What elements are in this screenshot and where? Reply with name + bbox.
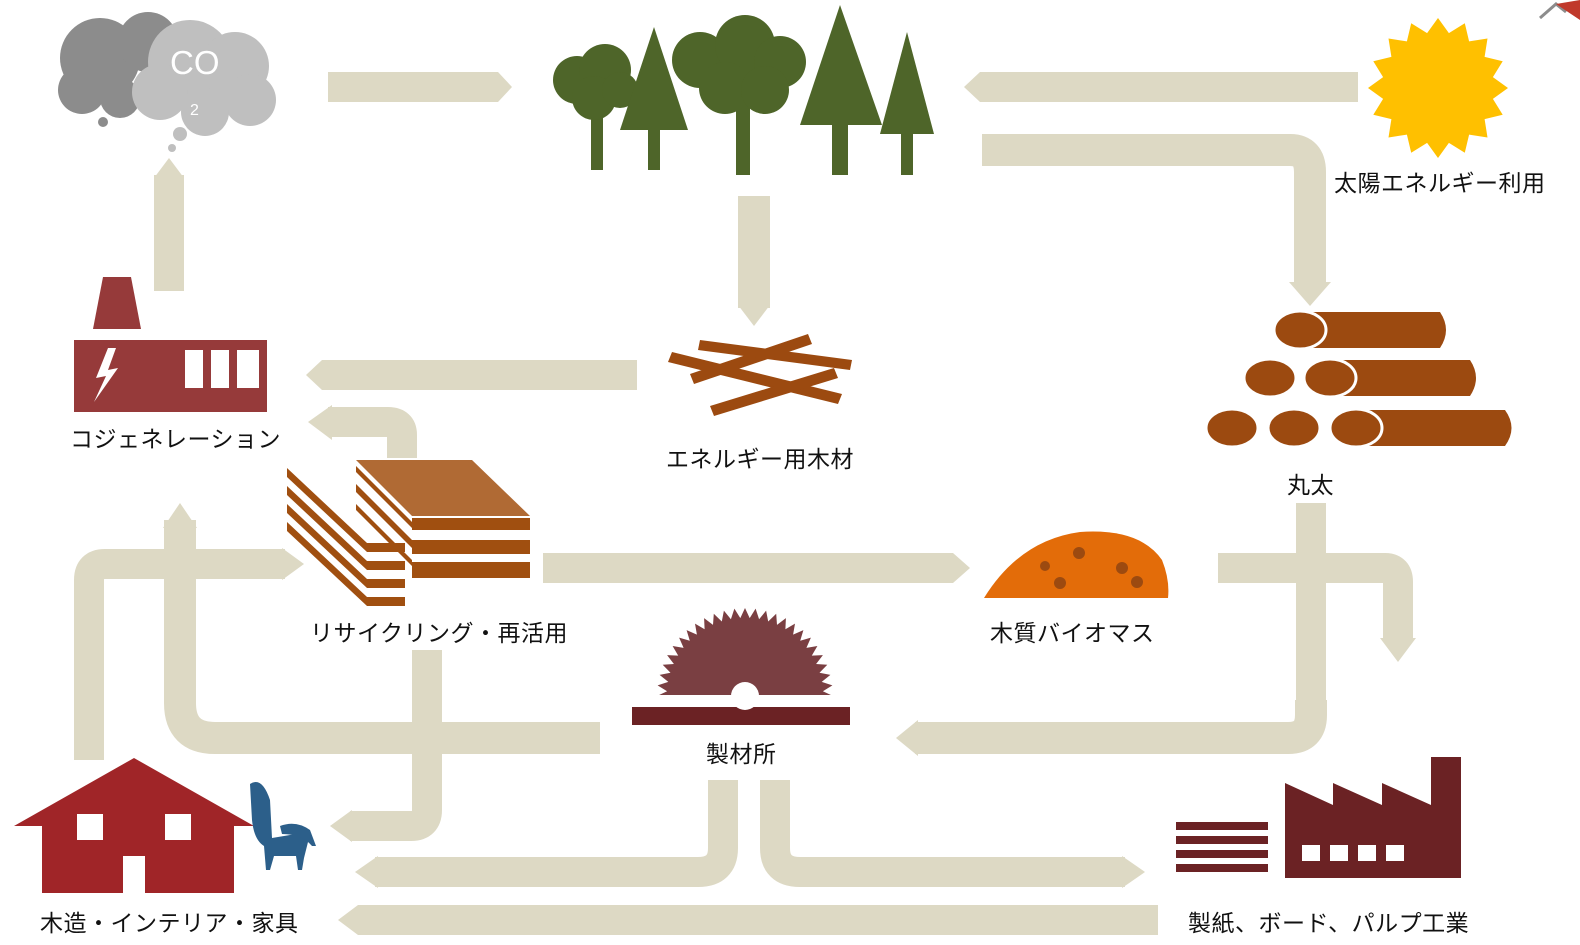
arrow-paper-to-housing <box>338 905 1158 935</box>
co2-cloud-icon <box>58 12 276 152</box>
arrow-co2-to-forest <box>328 72 512 102</box>
forest-icon <box>553 5 934 175</box>
label-cogeneration: コジェネレーション <box>70 427 282 453</box>
arrow-energy-wood-to-cogeneration <box>306 360 637 390</box>
firewood-icon <box>668 334 852 416</box>
label-energy-wood: エネルギー用木材 <box>666 447 854 473</box>
arrow-recycling-to-housing <box>350 650 442 841</box>
label-solar-energy: 太陽エネルギー利用 <box>1334 171 1546 197</box>
planks-icon <box>287 460 530 606</box>
arrow-sawmill-to-paper <box>760 780 1125 887</box>
label-recycling: リサイクリング・再活用 <box>310 621 569 647</box>
arrows <box>74 72 1416 935</box>
label-logs: 丸太 <box>1287 473 1334 499</box>
chair-icon <box>250 782 316 870</box>
pulp-factory-icon <box>1176 757 1461 878</box>
corner-logo-fragment <box>1539 0 1580 20</box>
arrow-logs-down <box>1296 503 1326 708</box>
arrow-housing-to-recycling <box>74 549 285 760</box>
co2-subscript: 2 <box>190 102 199 119</box>
logs-icon <box>1204 309 1512 449</box>
arrow-sun-to-forest <box>964 72 1358 102</box>
co2-label: CO <box>170 44 220 81</box>
arrow-recycling-to-cogeneration <box>328 407 417 458</box>
saw-blade-icon <box>632 608 850 725</box>
label-paper-pulp-industry: 製紙、ボード、パルプ工業 <box>1188 911 1470 937</box>
biomass-pile-icon <box>984 531 1169 598</box>
arrow-recycling-to-biomass <box>543 553 970 583</box>
sun-icon <box>1368 18 1508 158</box>
arrow-sawmill-to-housing <box>375 780 738 887</box>
label-wood-biomass: 木質バイオマス <box>990 621 1155 647</box>
label-housing-furniture: 木造・インテリア・家具 <box>40 911 299 937</box>
power-plant-icon <box>74 277 267 412</box>
house-icon <box>14 758 254 893</box>
arrow-logs-to-paper <box>1218 553 1413 640</box>
arrow-forest-to-logs <box>982 134 1326 285</box>
arrow-cogeneration-to-co2 <box>154 175 184 291</box>
arrow-forest-to-energy-wood <box>738 196 770 308</box>
arrow-logs-to-sawmill <box>915 700 1327 754</box>
arrow-sawmill-to-left <box>164 520 600 754</box>
label-sawmill: 製材所 <box>706 742 777 768</box>
